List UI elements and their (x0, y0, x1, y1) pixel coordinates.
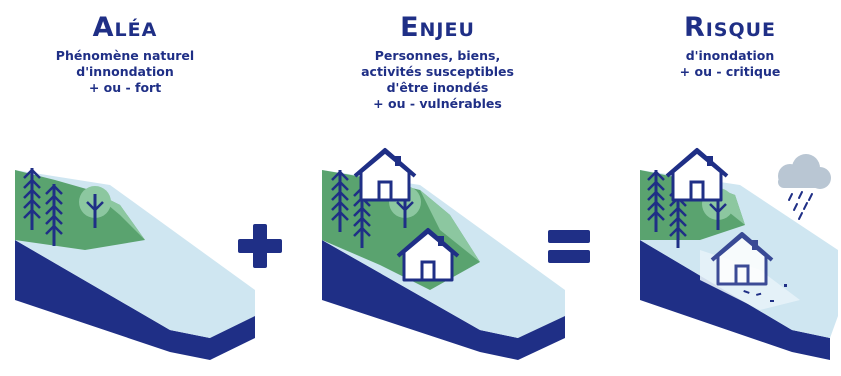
plus-icon (238, 224, 282, 268)
alea-line-2: d'innondation (76, 64, 174, 79)
risque-description: d'inondation + ou - critique (660, 48, 800, 80)
enjeu-line-1: Personnes, biens, (374, 48, 501, 63)
enjeu-line-3: d'être inondés (386, 80, 489, 95)
enjeu-title: Enjeu (400, 12, 475, 43)
alea-line-1: Phénomène naturel (55, 48, 195, 63)
house-icon (353, 148, 417, 202)
rain-cloud-icon (778, 154, 831, 220)
alea-title: Aléa (92, 12, 158, 43)
risque-title: Risque (683, 12, 777, 43)
enjeu-line-2: activités susceptibles (361, 64, 514, 79)
debris (743, 284, 787, 302)
enjeu-column: Enjeu Personnes, biens, activités suscep… (340, 0, 535, 112)
alea-line-3: + ou - fort (88, 80, 162, 95)
equals-icon (548, 230, 590, 263)
enjeu-description: Personnes, biens, activités susceptibles… (340, 48, 535, 112)
risque-line-2: + ou - critique (679, 64, 781, 79)
alea-column: Aléa Phénomène naturel d'innondation + o… (40, 0, 210, 96)
alea-landscape (15, 170, 255, 360)
house-icon (665, 148, 729, 202)
risque-column: Risque d'inondation + ou - critique (660, 0, 800, 80)
alea-description: Phénomène naturel d'innondation + ou - f… (40, 48, 210, 96)
risque-line-1: d'inondation (685, 48, 775, 63)
enjeu-line-4: + ou - vulnérables (373, 96, 502, 111)
